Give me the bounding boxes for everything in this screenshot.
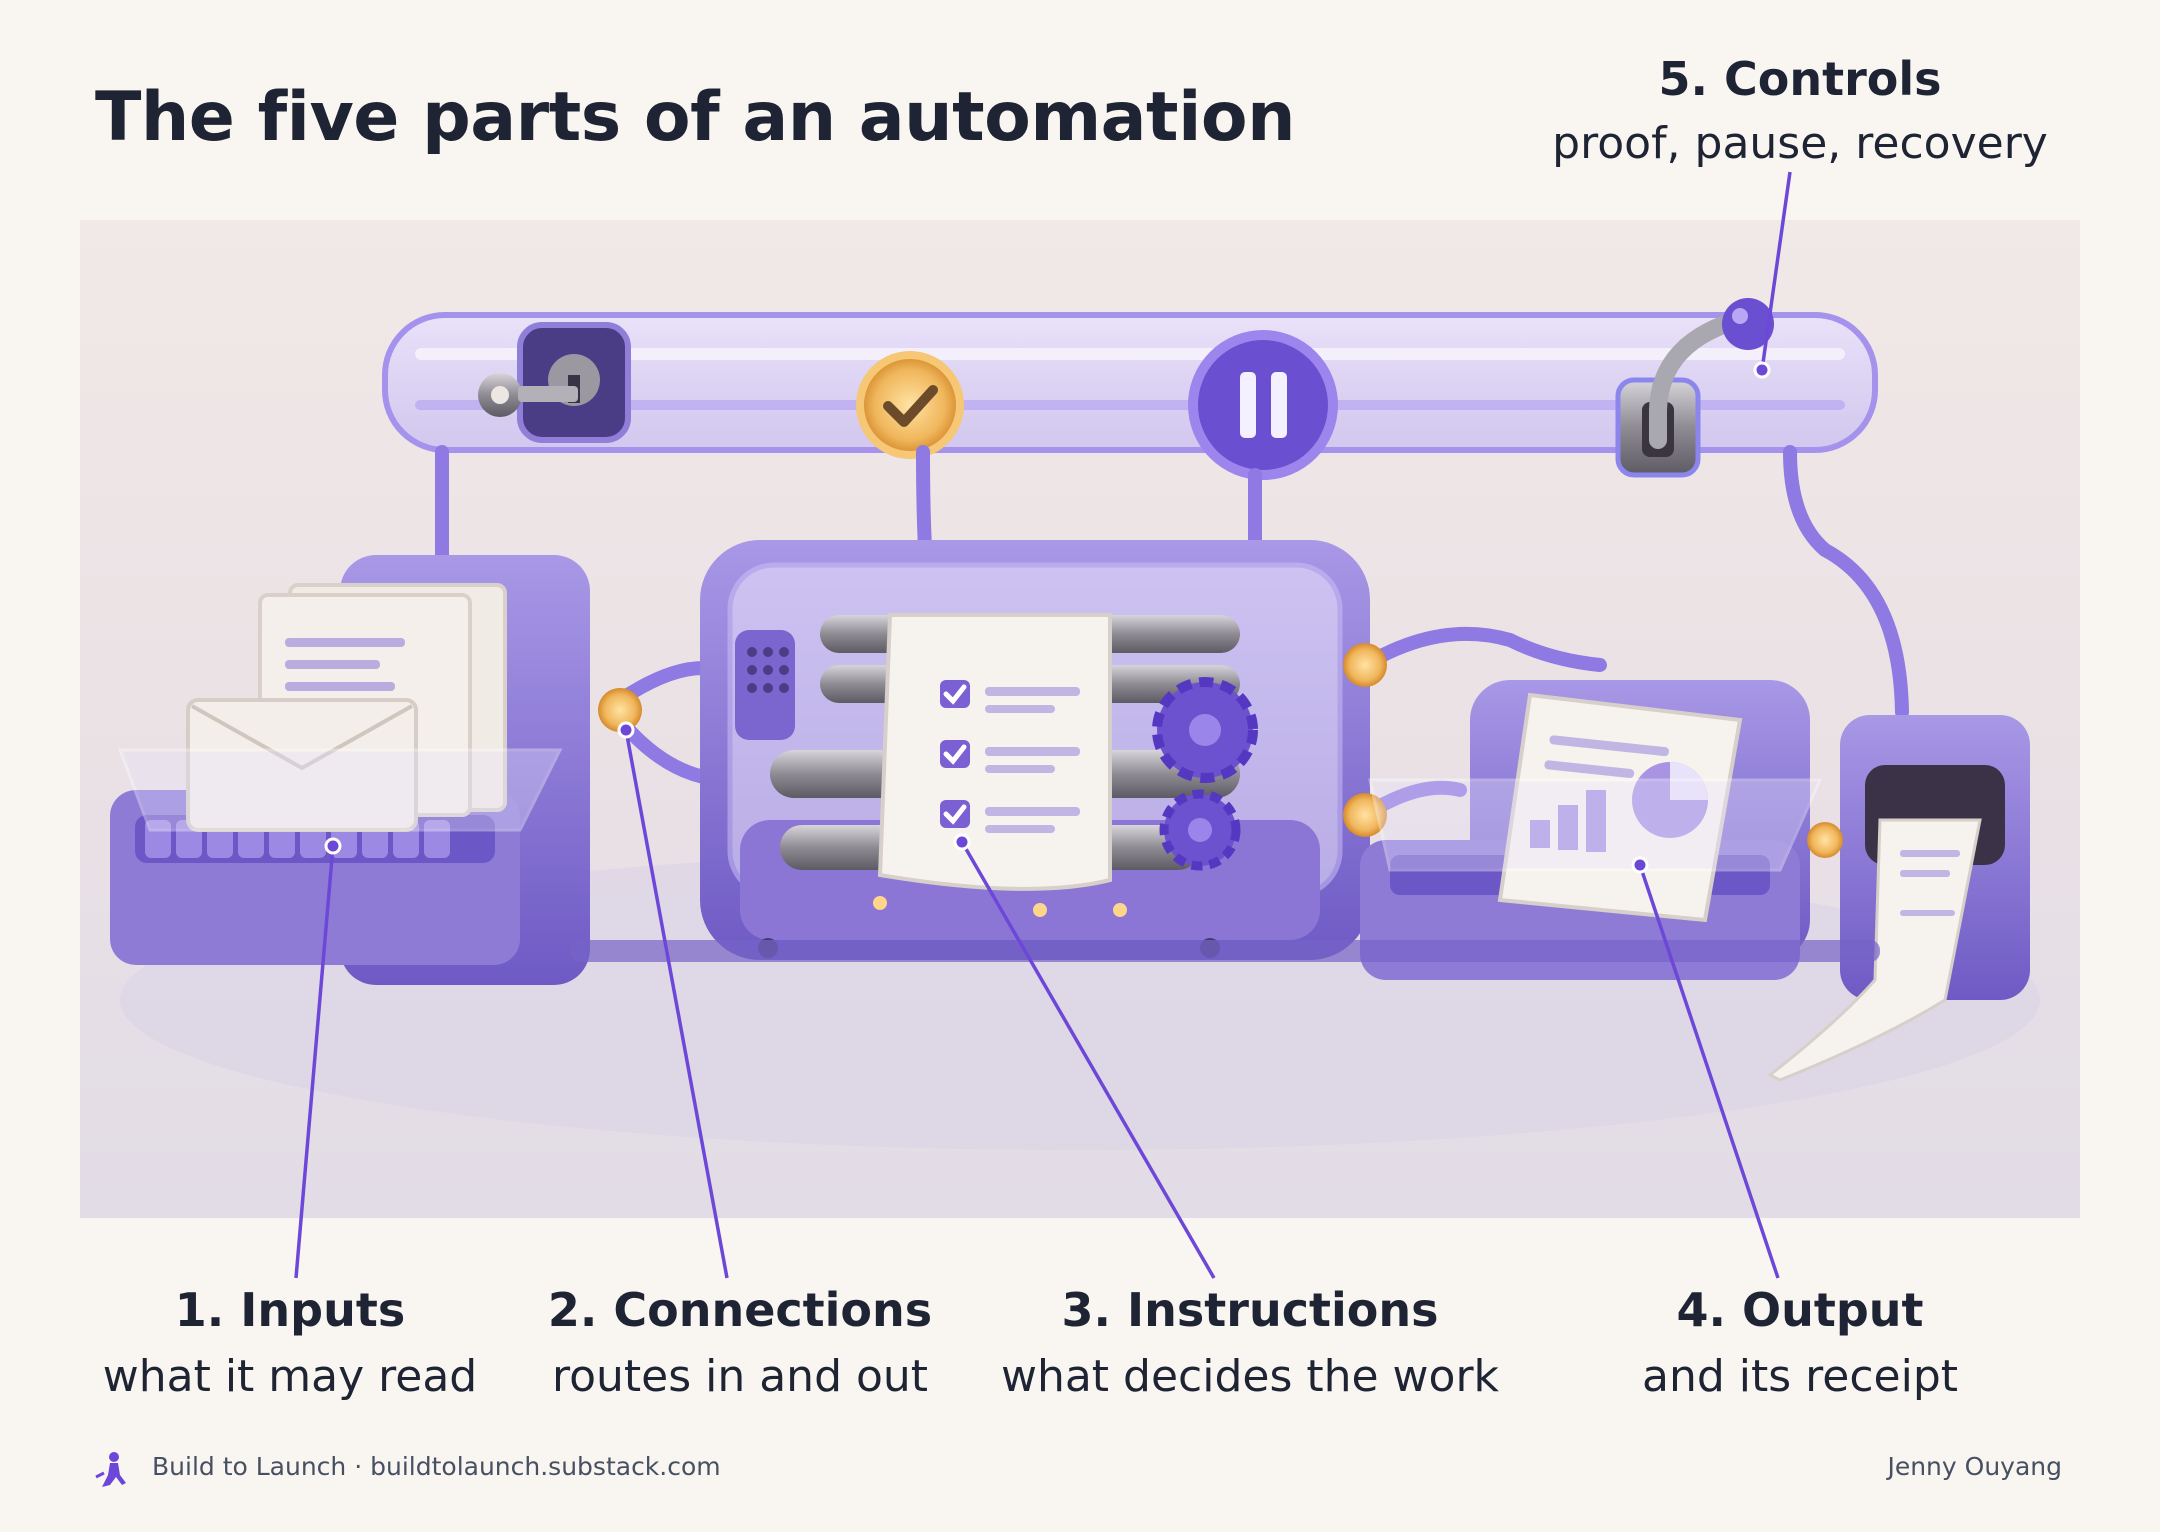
callout-connections-description: routes in and out (551, 1351, 929, 1402)
callout-controls-description: proof, pause, recovery (1552, 118, 2048, 169)
callout-output-heading: 4. Output (1676, 1283, 1924, 1337)
footer-author: Jenny Ouyang (1887, 1452, 2062, 1481)
approval-check-icon (856, 351, 964, 459)
callout-inputs-description: what it may read (102, 1351, 478, 1402)
callout-instructions-description: what decides the work (1000, 1351, 1500, 1402)
callout-inputs-heading: 1. Inputs (174, 1283, 406, 1337)
receipt-printer (1767, 715, 2030, 1082)
callout-inputs: 1. Inputs what it may read (80, 1283, 500, 1402)
brand-logo (95, 1452, 126, 1487)
callout-connections: 2. Connections routes in and out (520, 1283, 960, 1402)
callout-controls: 5. Controls proof, pause, recovery (1540, 52, 2060, 169)
key-lock-icon (478, 322, 631, 443)
callout-output-description: and its receipt (1641, 1351, 1958, 1402)
automation-machine-illustration (80, 220, 2080, 1218)
callout-instructions-heading: 3. Instructions (1061, 1283, 1439, 1337)
callout-instructions: 3. Instructions what decides the work (985, 1283, 1515, 1402)
pause-button-icon (1188, 330, 1338, 480)
page-title: The five parts of an automation (95, 78, 1296, 157)
callout-connections-heading: 2. Connections (547, 1283, 933, 1337)
callout-output: 4. Output and its receipt (1580, 1283, 2020, 1402)
callout-controls-heading: 5. Controls (1658, 52, 1942, 106)
instructions-machine (598, 540, 1387, 960)
base-rail (570, 940, 1880, 962)
footer-brand: Build to Launch · buildtolaunch.substack… (152, 1452, 721, 1481)
control-bar (382, 312, 1878, 453)
